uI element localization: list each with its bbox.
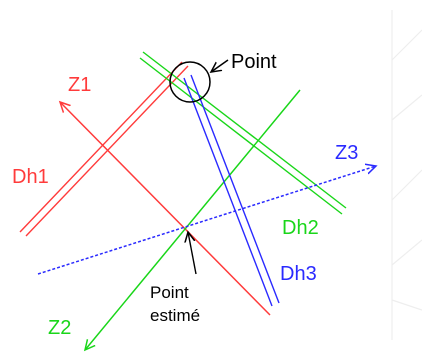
ghost-lines [391, 10, 422, 340]
dh2-label: Dh2 [282, 217, 319, 239]
z3-axis [37, 166, 376, 275]
point-label: Point [231, 51, 277, 73]
point-arrow [211, 59, 229, 72]
estimated-point-label-line1: Point [150, 283, 189, 302]
z1-axis [60, 102, 271, 316]
z1-label: Z1 [68, 74, 91, 96]
estimated-point-label-line2: estimé [150, 306, 200, 325]
z3-label: Z3 [335, 142, 358, 164]
dh2-line [139, 51, 347, 215]
dh1-label: Dh1 [12, 166, 49, 188]
z2-axis [85, 89, 301, 350]
dh1-line [19, 61, 189, 237]
dh3-line [183, 74, 280, 307]
estimated-point-arrow [188, 232, 197, 275]
z2-label: Z2 [48, 317, 71, 339]
point-circle [169, 61, 211, 103]
dh3-label: Dh3 [280, 263, 317, 285]
